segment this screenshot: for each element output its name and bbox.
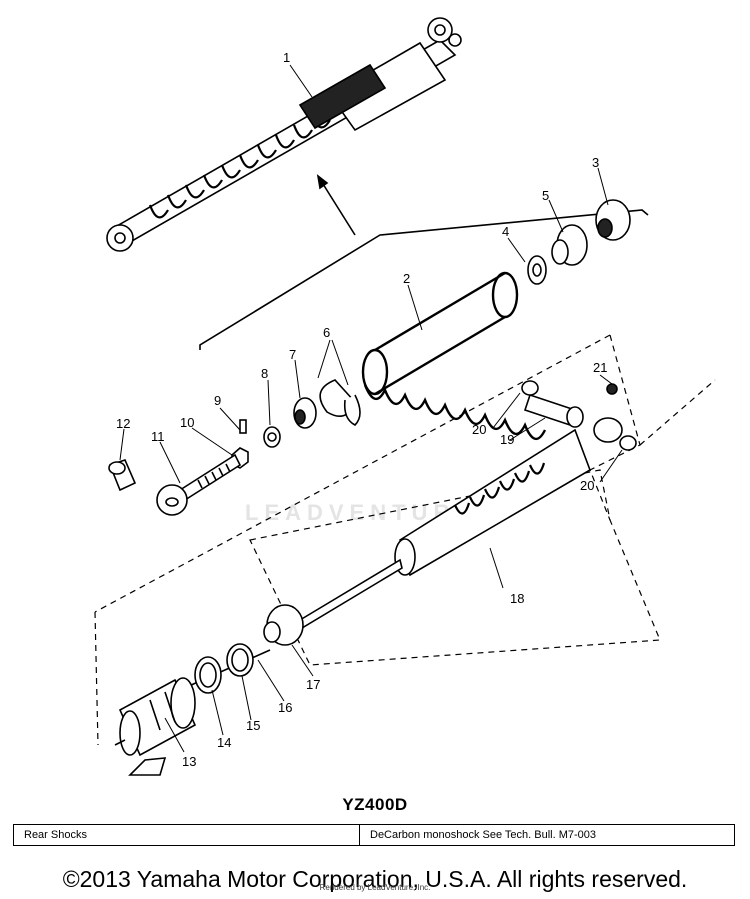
caption-table: Rear Shocks DeCarbon monoshock See Tech.… <box>13 824 735 846</box>
part-1-shock-assembly <box>106 17 462 252</box>
part-17-cap <box>263 604 304 646</box>
callout-11: 11 <box>151 429 165 444</box>
callout-14: 14 <box>217 735 231 750</box>
copyright-notice: ©2013 Yamaha Motor Corporation, U.S.A. A… <box>62 866 688 892</box>
part-11-eye-bolt <box>156 453 242 516</box>
callout-19: 19 <box>500 432 514 447</box>
part-15-washer <box>226 643 254 677</box>
callout-21: 21 <box>593 360 607 375</box>
front-arrow-icon <box>128 757 167 776</box>
part-20-collar-b <box>619 435 637 451</box>
callout-18: 18 <box>510 591 524 606</box>
callout-13: 13 <box>182 754 196 769</box>
part-12-bushing <box>108 459 137 492</box>
callout-6: 6 <box>323 325 330 340</box>
callout-10: 10 <box>180 415 194 430</box>
part-14-washer <box>194 656 222 694</box>
callout-3: 3 <box>592 155 599 170</box>
part-9-pin <box>239 419 247 434</box>
part-6-spring-seat <box>319 379 361 426</box>
rendered-by-note: Rendered by LeadVenture, Inc. <box>319 883 431 892</box>
callout-16: 16 <box>278 700 292 715</box>
callout-15: 15 <box>246 718 260 733</box>
callout-1: 1 <box>283 50 290 65</box>
model-name: YZ400D <box>342 795 408 814</box>
part-20-collar-a <box>521 380 539 396</box>
part-4-washer <box>527 255 547 285</box>
part-21-nut <box>606 383 618 395</box>
part-7-seat <box>293 397 317 429</box>
callout-20-upper: 20 <box>472 422 486 437</box>
callout-9: 9 <box>214 393 221 408</box>
part-18-damper-body <box>299 428 591 630</box>
exploded-parts-diagram: 1 2 3 4 5 6 7 8 9 10 11 12 13 14 15 16 1… <box>94 17 716 776</box>
callout-17: 17 <box>306 677 320 692</box>
part-8-nut <box>263 426 281 448</box>
caption-part-group: Rear Shocks <box>14 825 360 845</box>
callout-5: 5 <box>542 188 549 203</box>
callout-20-lower: 20 <box>580 478 594 493</box>
part-13-reservoir <box>114 677 197 757</box>
part-5-spacer <box>551 224 588 266</box>
callout-4: 4 <box>502 224 509 239</box>
part-2-spring <box>361 271 547 440</box>
part-3-bushing <box>595 199 631 241</box>
callout-8: 8 <box>261 366 268 381</box>
callout-2: 2 <box>403 271 410 286</box>
callout-7: 7 <box>289 347 296 362</box>
callout-12: 12 <box>116 416 130 431</box>
caption-note: DeCarbon monoshock See Tech. Bull. M7-00… <box>370 829 597 841</box>
part-19-bolt <box>523 393 584 428</box>
